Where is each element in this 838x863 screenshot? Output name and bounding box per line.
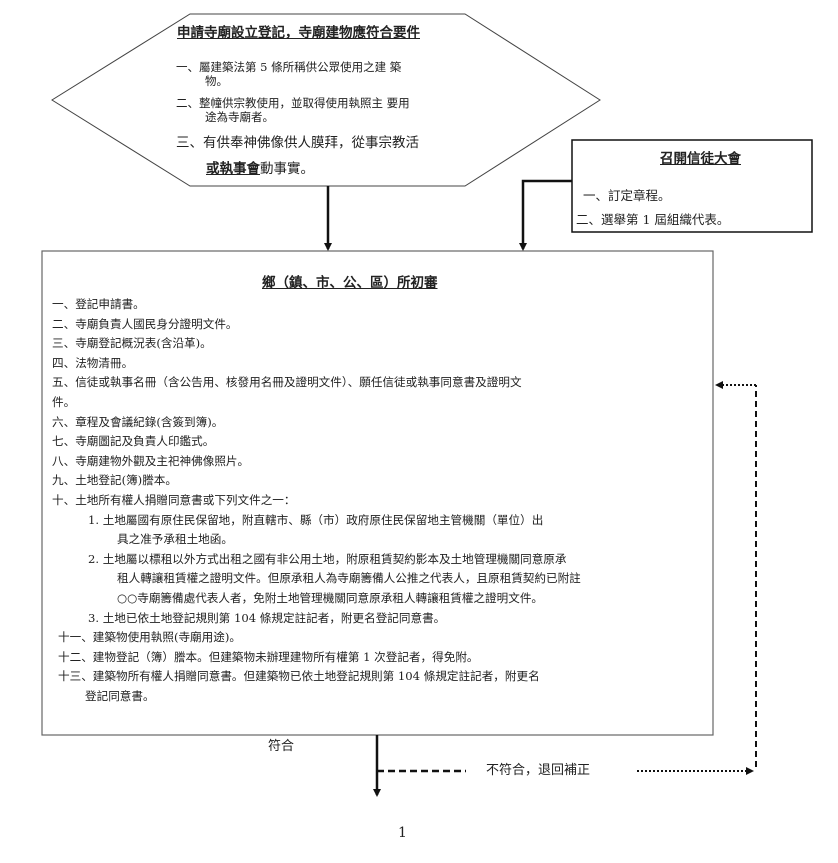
assembly-item: 一、訂定章程。 — [583, 188, 671, 203]
requirement-item: 三、有供奉神佛像供人膜拜，從事宗教活 — [176, 135, 419, 151]
review-line: 具之准予承租土地函。 — [117, 532, 233, 547]
review-line: 三、寺廟登記概況表(含沿革)。 — [52, 336, 212, 351]
review-line: 十、土地所有權人捐贈同意書或下列文件之一： — [52, 493, 296, 507]
review-title: 鄉（鎮、市、公、區）所初審 — [262, 275, 438, 291]
review-line: 八、寺廟建物外觀及主祀神佛像照片。 — [52, 453, 250, 468]
requirement-item: 一、屬建築法第 5 條所稱供公眾使用之建 築 — [176, 60, 402, 74]
underlined-emphasis: 或執事會 — [206, 161, 260, 177]
review-line: 五、信徒或執事名冊（含公告用、核發用名冊及證明文件）、願任信徒或執事同意書及證明… — [52, 375, 522, 390]
review-line: 1. 土地屬國有原住民保留地，附直轄市、縣（市）政府原住民保留地主管機關（單位）… — [88, 512, 544, 527]
pass-label: 符合 — [268, 739, 295, 754]
assembly-item: 二、選舉第 1 屆組織代表。 — [576, 212, 730, 227]
requirement-item-last: 或執事會動事實。 — [206, 160, 314, 179]
review-line: 2. 土地屬以標租以外方式出租之國有非公用土地，附原租賃契約影本及土地管理機關同… — [88, 551, 567, 566]
review-line: 件。 — [52, 395, 76, 409]
assembly-box — [571, 139, 813, 233]
review-line: 九、土地登記(簿)謄本。 — [52, 473, 177, 488]
review-line: 登記同意書。 — [85, 689, 155, 703]
requirements-hexagon — [51, 13, 601, 187]
requirement-item: 二、整幢供宗教使用，並取得使用執照主 要用 — [176, 96, 410, 110]
requirement-rest: 動事實。 — [260, 161, 314, 177]
review-line: 二、寺廟負責人國民身分證明文件。 — [52, 316, 238, 331]
arrow-assembly-to-review — [519, 179, 572, 251]
review-line: ○○寺廟籌備處代表人者，免附土地管理機關同意原承租人轉讓租賃權之證明文件。 — [117, 591, 544, 605]
review-line: 十三、建築物所有權人捐贈同意書。但建築物已依土地登記規則第 104 條規定註記者… — [58, 669, 540, 684]
requirement-item: 物。 — [205, 74, 228, 88]
assembly-title: 召開信徒大會 — [660, 151, 741, 167]
review-line: 租人轉讓租賃權之證明文件。但原承租人為寺廟籌備人公推之代表人，且原租賃契約已附註 — [117, 571, 581, 586]
review-line: 十二、建物登記（簿）謄本。但建築物未辦理建物所有權第 1 次登記者，得免附。 — [58, 649, 479, 664]
review-line: 十一、建築物使用執照(寺廟用途)。 — [58, 630, 241, 645]
review-line: 3. 土地已依土地登記規則第 104 條規定註記者，附更名登記同意書。 — [88, 610, 446, 625]
requirement-item: 途為寺廟者。 — [205, 110, 274, 124]
review-line: 六、章程及會議紀錄(含簽到簿)。 — [52, 414, 224, 429]
review-line: 一、登記申請書。 — [52, 297, 145, 311]
review-line: 七、寺廟圖記及負責人印鑑式。 — [52, 434, 215, 449]
fail-label: 不符合，退回補正 — [486, 763, 591, 778]
review-line: 四、法物清冊。 — [52, 355, 134, 370]
page-number: 1 — [398, 825, 407, 841]
requirements-title: 申請寺廟設立登記，寺廟建物應符合要件 — [177, 25, 420, 41]
